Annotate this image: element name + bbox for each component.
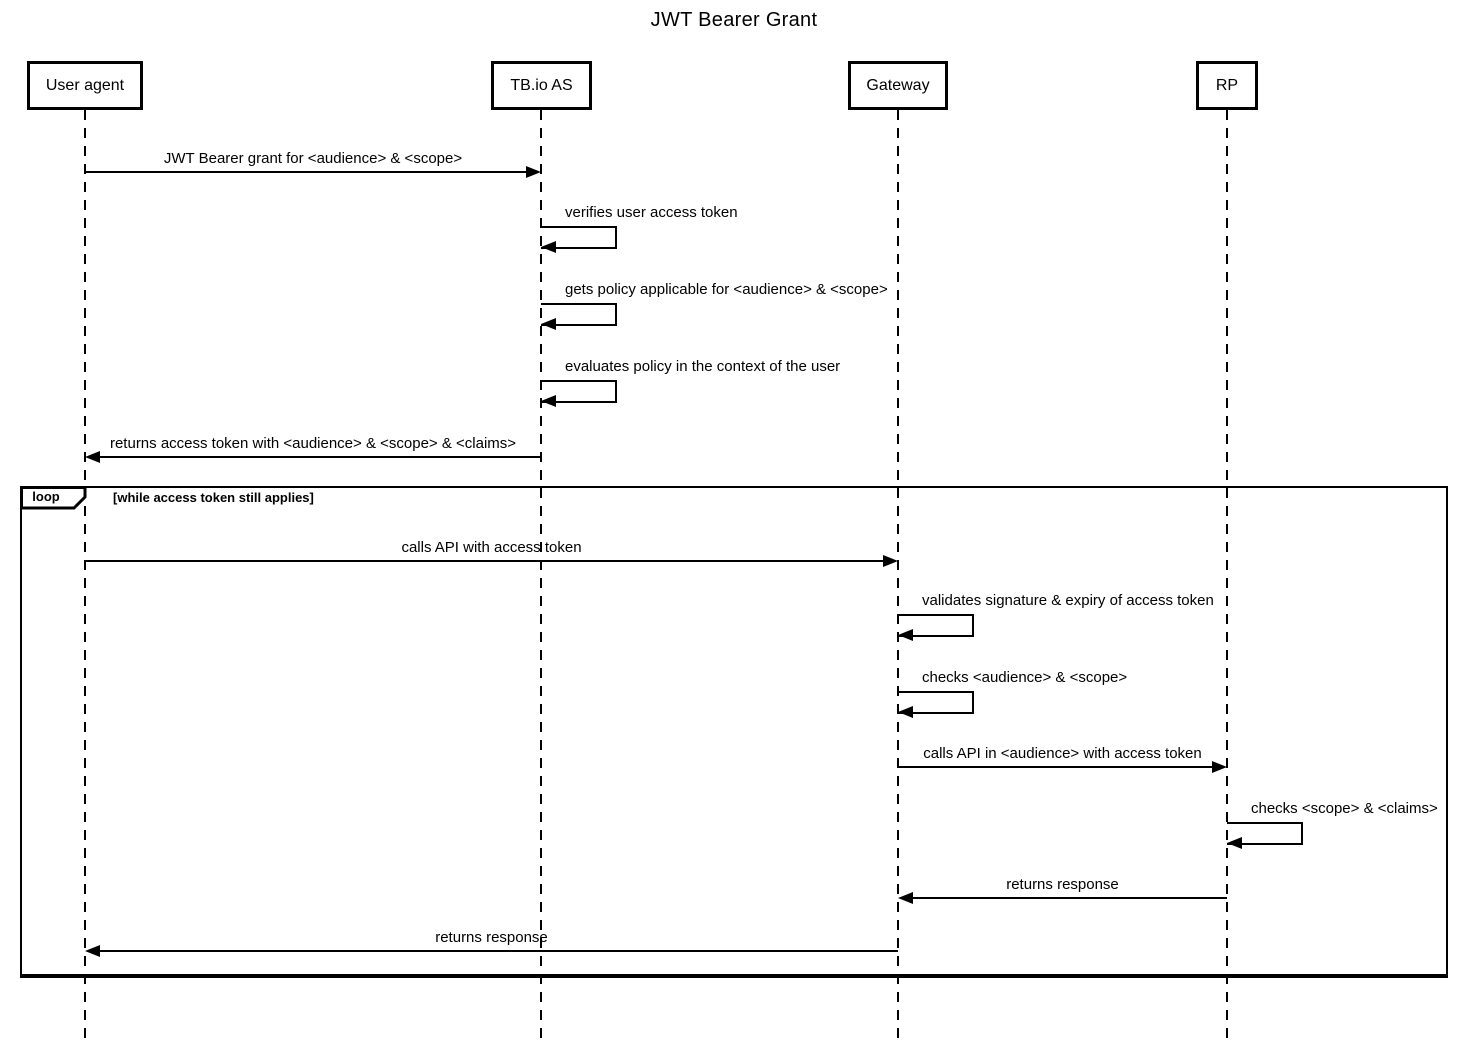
self-message-loop	[541, 380, 617, 403]
message-label: gets policy applicable for <audience> & …	[565, 281, 888, 298]
arrowhead-icon	[1227, 837, 1242, 849]
arrowhead-icon	[898, 629, 913, 641]
self-message-loop	[541, 303, 617, 326]
self-message-loop	[541, 226, 617, 249]
message-line	[98, 950, 898, 952]
message-label: evaluates policy in the context of the u…	[565, 358, 841, 375]
message-line	[898, 766, 1214, 768]
participant-box-gateway: Gateway	[848, 61, 948, 110]
participant-box-tbio-as: TB.io AS	[491, 61, 592, 110]
arrowhead-icon	[1212, 761, 1227, 773]
loop-tab-shape	[20, 486, 87, 510]
arrowhead-icon	[85, 451, 100, 463]
participant-label: RP	[1215, 76, 1239, 94]
diagram-title: JWT Bearer Grant	[650, 9, 818, 31]
message-label: checks <scope> & <claims>	[1251, 800, 1438, 817]
participant-label: User agent	[45, 76, 125, 94]
message-line	[85, 171, 528, 173]
loop-label: loop	[32, 489, 60, 504]
message-label: validates signature & expiry of access t…	[922, 592, 1214, 609]
message-label: calls API with access token	[401, 539, 582, 556]
arrowhead-icon	[541, 318, 556, 330]
message-label: returns access token with <audience> & <…	[109, 435, 517, 452]
message-line	[98, 456, 541, 458]
lifeline-gateway	[897, 110, 899, 1040]
message-line	[911, 897, 1227, 899]
participant-box-rp: RP	[1196, 61, 1258, 110]
self-message-loop	[1227, 822, 1303, 845]
message-label: checks <audience> & <scope>	[922, 669, 1128, 686]
arrowhead-icon	[898, 892, 913, 904]
self-message-loop	[898, 614, 974, 637]
participant-label: Gateway	[866, 76, 930, 94]
loop-frame	[20, 486, 1448, 978]
message-label: JWT Bearer grant for <audience> & <scope…	[163, 150, 463, 167]
lifeline-tbio-as	[540, 110, 542, 1040]
message-label: returns response	[435, 929, 548, 946]
arrowhead-icon	[541, 395, 556, 407]
message-label: returns response	[1006, 876, 1119, 893]
participant-box-user-agent: User agent	[27, 61, 143, 110]
lifeline-rp	[1226, 110, 1228, 1040]
arrowhead-icon	[541, 241, 556, 253]
self-message-loop	[898, 691, 974, 714]
lifeline-user-agent	[84, 110, 86, 1040]
message-line	[85, 560, 885, 562]
loop-condition: [while access token still applies]	[113, 490, 314, 505]
message-label: verifies user access token	[565, 204, 738, 221]
message-label: calls API in <audience> with access toke…	[923, 745, 1202, 762]
arrowhead-icon	[883, 555, 898, 567]
participant-label: TB.io AS	[510, 76, 573, 94]
arrowhead-icon	[898, 706, 913, 718]
arrowhead-icon	[85, 945, 100, 957]
arrowhead-icon	[526, 166, 541, 178]
